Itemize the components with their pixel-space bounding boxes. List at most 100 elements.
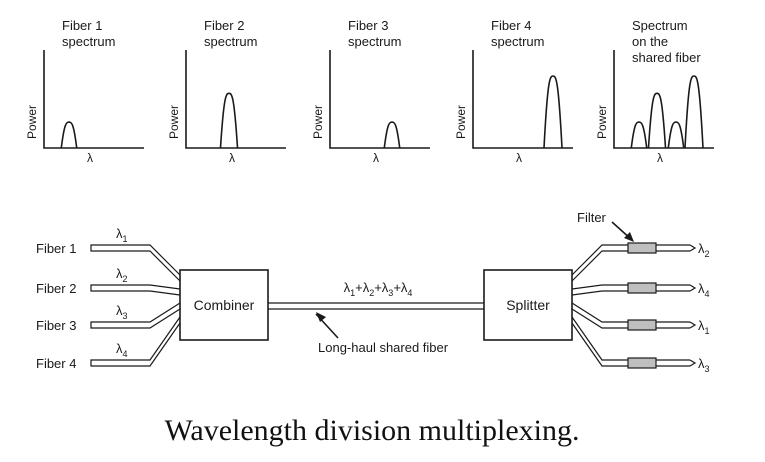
shared-lambda-label: λ1​+λ2​+λ3​+λ4​ <box>344 280 413 298</box>
spectrum-ylabel: Power <box>25 105 39 139</box>
output-lambda-label: λ2​ <box>698 241 710 259</box>
fiber-end-cap <box>90 321 96 329</box>
input-fiber-4: Fiber 4 λ4​ <box>36 316 181 371</box>
filter-label: Filter <box>577 210 607 225</box>
filter-block <box>627 357 657 369</box>
spectrum-peak <box>684 75 704 149</box>
input-fiber-1: Fiber 1 λ1​ <box>36 226 181 282</box>
spectrum-peak <box>383 121 401 149</box>
spectrum-ylabel: Power <box>454 105 468 139</box>
output-fiber-1: λ2​ <box>571 241 710 282</box>
input-fiber-label: Fiber 3 <box>36 318 76 333</box>
output-fiber-line <box>571 250 690 282</box>
spectrum-xlabel: λ <box>373 151 379 165</box>
figure-caption: Wavelength division multiplexing. <box>164 414 579 447</box>
input-lambda-label: λ4​ <box>116 341 128 359</box>
input-fiber-line <box>96 244 181 276</box>
spectrum-title-line: Fiber 2 <box>204 18 244 33</box>
spectrum-title-line: Fiber 1 <box>62 18 102 33</box>
output-fiber-4: λ3​ <box>571 316 710 374</box>
spectrum-title-line: spectrum <box>204 34 257 49</box>
fiber-end-cap <box>689 359 697 367</box>
input-fiber-line <box>96 316 181 361</box>
input-fiber-line <box>96 308 181 329</box>
spectrum-axes <box>43 50 144 149</box>
spectrum-title-line: Spectrum <box>632 18 688 33</box>
filter-pointer-head <box>624 232 634 242</box>
output-lambda-label: λ3​ <box>698 356 710 374</box>
filter-block <box>627 282 657 294</box>
output-lambda-label: λ4​ <box>698 281 710 299</box>
input-lambda-label: λ3​ <box>116 303 128 321</box>
spectrum-peak <box>667 121 685 149</box>
input-fiber-2: Fiber 2 λ2​ <box>36 266 181 296</box>
spectrum-axes <box>329 50 430 149</box>
spectrum-peak <box>630 121 648 149</box>
spectrum-ylabel: Power <box>311 105 325 139</box>
spectrum-title-line: on the <box>632 34 668 49</box>
combiner-box <box>179 269 269 341</box>
output-fiber-line <box>571 284 690 290</box>
fiber-end-cap <box>689 244 697 252</box>
spectrum-title-line: spectrum <box>491 34 544 49</box>
spectrum-title-line: shared fiber <box>632 50 701 65</box>
output-fiber-3: λ1​ <box>571 302 710 336</box>
output-fiber-line <box>571 322 690 367</box>
spectrum-ylabel: Power <box>595 105 609 139</box>
input-fiber-line <box>96 284 181 290</box>
longhaul-label: Long-haul shared fiber <box>318 340 449 355</box>
filter-block <box>627 319 657 331</box>
input-fiber-line <box>96 290 181 296</box>
output-fiber-line <box>571 290 690 296</box>
output-fiber-2: λ4​ <box>571 281 710 299</box>
spectrum-axes <box>472 50 573 149</box>
spectrum-title-line: spectrum <box>62 34 115 49</box>
spectrum-peak <box>219 92 239 149</box>
spectrum-title-line: spectrum <box>348 34 401 49</box>
spectrum-xlabel: λ <box>87 151 93 165</box>
fiber-end-cap <box>90 284 96 292</box>
spectrum-axes <box>185 50 286 149</box>
splitter-label: Splitter <box>506 297 550 313</box>
spectrum-xlabel: λ <box>229 151 235 165</box>
output-fiber-line <box>571 316 690 361</box>
input-lambda-label: λ2​ <box>116 266 128 284</box>
fiber-end-cap <box>689 321 697 329</box>
input-fiber-label: Fiber 4 <box>36 356 76 371</box>
output-fiber-line <box>571 302 690 323</box>
input-fiber-3: Fiber 3 λ3​ <box>36 302 181 333</box>
spectrum-ylabel: Power <box>167 105 181 139</box>
input-fiber-label: Fiber 2 <box>36 281 76 296</box>
spectrum-axes <box>613 50 714 149</box>
spectrum-xlabel: λ <box>516 151 522 165</box>
combiner-label: Combiner <box>194 297 255 313</box>
output-lambda-label: λ1​ <box>698 318 710 336</box>
fiber-end-cap <box>90 359 96 367</box>
spectrum-title-line: Fiber 3 <box>348 18 388 33</box>
input-fiber-line <box>96 302 181 323</box>
output-fiber-line <box>571 308 690 329</box>
input-lambda-label: λ1​ <box>116 226 128 244</box>
input-fiber-line <box>96 250 181 282</box>
spectrum-title-line: Fiber 4 <box>491 18 531 33</box>
input-fiber-line <box>96 322 181 367</box>
output-fiber-line <box>571 244 690 276</box>
spectrum-peak <box>60 121 78 149</box>
splitter-box <box>483 269 573 341</box>
fiber-system: Combiner Splitter λ1​+λ2​+λ3​+λ4​ Long-haul… <box>36 210 710 374</box>
longhaul-arrow-head <box>316 312 326 322</box>
spectrum-peak <box>647 92 667 149</box>
fiber-end-cap <box>689 284 697 292</box>
spectrum-peak <box>543 75 563 149</box>
filter-block <box>627 242 657 254</box>
spectrum-xlabel: λ <box>657 151 663 165</box>
fiber-end-cap <box>90 244 96 252</box>
input-fiber-label: Fiber 1 <box>36 241 76 256</box>
